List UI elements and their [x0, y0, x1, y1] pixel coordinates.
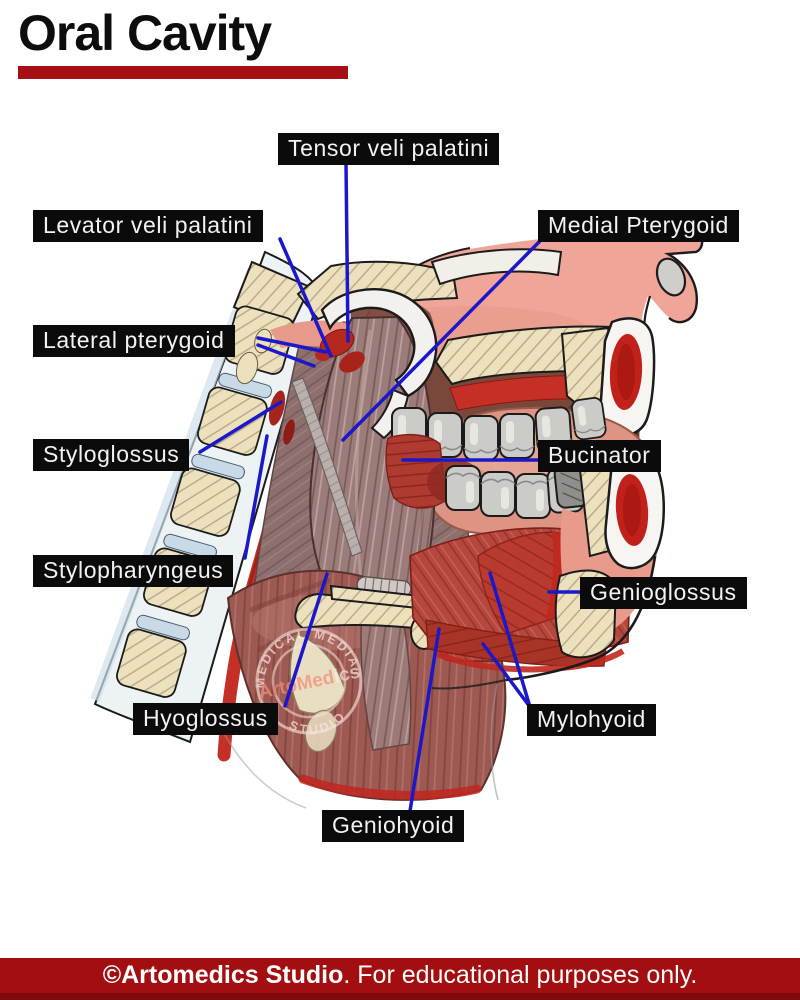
- geniohyoid-muscle: [425, 619, 625, 673]
- vertebral-column: [90, 250, 322, 744]
- zygomatic-arch: [430, 248, 563, 286]
- lower-lip: [604, 455, 665, 570]
- tmj-disc: [320, 288, 438, 440]
- leader-line-styloglossus: [198, 400, 283, 454]
- leader-line-lateral-pterygoid: [256, 343, 316, 368]
- footer-disclaimer: . For educational purposes only.: [343, 961, 698, 989]
- leader-line-medial-pterygoid: [341, 238, 543, 442]
- intervertebral-discs: [136, 372, 272, 641]
- footer-credit: ©Artomedics Studio: [102, 961, 344, 989]
- nose: [643, 228, 704, 334]
- title-underline: [18, 66, 348, 79]
- styloid-structures: [268, 377, 363, 557]
- leader-line-hyoglossus: [283, 572, 329, 708]
- leader-line-geniohyoid: [408, 627, 441, 813]
- leader-line-stylopharyngeus: [243, 434, 269, 560]
- upper-lip: [599, 317, 656, 437]
- hard-palate-bone: [434, 325, 638, 418]
- footer-bar: ©Artomedics Studio. For educational purp…: [0, 958, 800, 1000]
- leader-line-tensor-veli-palatini: [344, 161, 350, 343]
- leader-line-levator-veli-palatini: [278, 237, 333, 358]
- leader-line-mylohyoid: [481, 642, 532, 709]
- page-title: Oral Cavity: [18, 5, 272, 61]
- leader-line-mylohyoid: [488, 571, 532, 709]
- strap-muscles: [360, 603, 412, 751]
- leader-line-lateral-pterygoid: [256, 336, 328, 354]
